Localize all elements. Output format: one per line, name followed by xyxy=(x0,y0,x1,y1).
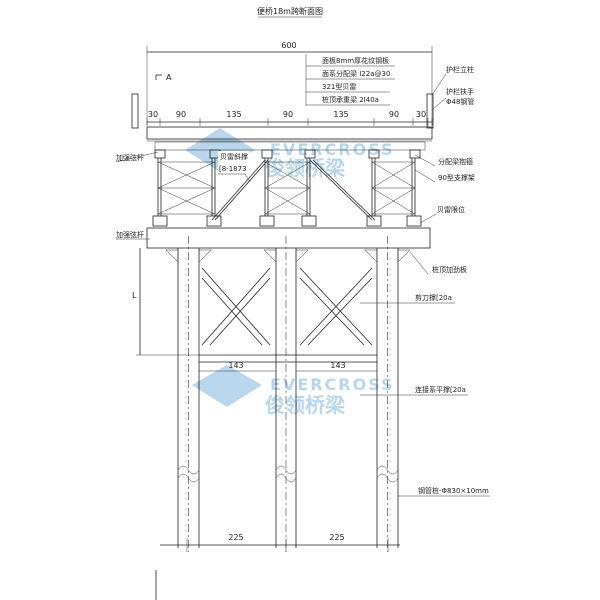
deck-notes: 面板8mm厚花纹钢板 面系分配梁 I22a@30 321型贝雷 桩顶承重梁 2I… xyxy=(305,54,395,106)
svg-text:俊领桥梁: 俊领桥梁 xyxy=(265,393,346,417)
railing-post-left xyxy=(131,93,139,129)
deck-note: 321型贝雷 xyxy=(322,82,356,91)
bailey-brace-label: 贝雷斜撑 xyxy=(220,152,248,161)
segment-dimension: 30 90 135 90 135 90 30 xyxy=(146,110,433,126)
scissor-brace xyxy=(201,267,373,346)
svg-text:225: 225 xyxy=(329,533,344,542)
svg-text:桩顶加劲板: 桩顶加劲板 xyxy=(432,265,467,274)
left-callouts: 加强弦杆 贝雷斜撑 [8-1873 加强弦杆 xyxy=(115,151,251,240)
svg-text:加强弦杆: 加强弦杆 xyxy=(116,230,144,239)
svg-text:分配梁抱箍: 分配梁抱箍 xyxy=(438,157,473,166)
segment-label: 135 xyxy=(226,110,241,119)
pile-spacing-dimension: 225 225 xyxy=(160,533,400,552)
pile-cap-beam xyxy=(146,227,431,249)
segment-label: 135 xyxy=(333,110,348,119)
svg-text:俊领桥梁: 俊领桥梁 xyxy=(265,156,346,180)
segment-label: 90 xyxy=(283,110,293,119)
steel-pile xyxy=(165,236,212,552)
segment-label: 90 xyxy=(389,110,399,119)
segment-label: 30 xyxy=(416,110,426,119)
drawing-title: 便桥18m跨断面图 xyxy=(257,6,323,16)
svg-text:EVERCROSS: EVERCROSS xyxy=(270,140,395,159)
total-width-label: 600 xyxy=(281,41,296,50)
svg-text:钢管桩-Φ830×10mm: 钢管桩-Φ830×10mm xyxy=(418,486,489,495)
segment-label: 90 xyxy=(176,110,186,119)
bailey-tower xyxy=(152,149,222,227)
height-dimension: L xyxy=(132,248,200,356)
svg-text:90型支撑架: 90型支撑架 xyxy=(438,173,475,182)
bailey-diagonal-brace xyxy=(211,159,266,221)
deck-note: 面系分配梁 I22a@30 xyxy=(322,69,390,78)
svg-text:剪刀撑[20a: 剪刀撑[20a xyxy=(415,293,452,302)
svg-text:护栏扶手: 护栏扶手 xyxy=(446,87,474,96)
steel-pile xyxy=(263,236,309,552)
watermark-logo: EVERCROSS 俊领桥梁 EVERCROSS 俊领桥梁 xyxy=(185,128,395,417)
bailey-tower xyxy=(259,149,317,227)
distribution-beam xyxy=(154,141,426,151)
section-mark: A xyxy=(155,73,172,82)
deck-note: 面板8mm厚花纹钢板 xyxy=(322,56,389,65)
brace-spacing-label: 143 xyxy=(228,361,243,370)
deck-slab xyxy=(146,126,433,140)
horizontal-brace: 143 143 xyxy=(199,354,377,372)
svg-text:A: A xyxy=(166,73,172,82)
svg-text:连接系平撑[20a: 连接系平撑[20a xyxy=(415,385,466,394)
steel-piles xyxy=(165,236,411,552)
segment-label: 30 xyxy=(148,110,158,119)
total-width-dimension: 600 xyxy=(146,41,433,125)
svg-text:贝雷限位: 贝雷限位 xyxy=(437,205,465,214)
svg-text:225: 225 xyxy=(228,533,243,542)
brace-spacing-label: 143 xyxy=(330,361,345,370)
steel-pile xyxy=(364,236,411,552)
brace-label-backing xyxy=(218,151,250,174)
svg-text:加强弦杆: 加强弦杆 xyxy=(116,153,144,162)
deck-note: 桩顶承重梁 2I40a xyxy=(322,95,379,104)
bailey-diagonal-brace xyxy=(309,159,373,221)
bailey-brace-spec-label: [8-1873 xyxy=(219,165,247,173)
railing-post-right xyxy=(426,93,434,129)
svg-text:Φ48钢管: Φ48钢管 xyxy=(446,97,474,106)
svg-text:护栏立柱: 护栏立柱 xyxy=(446,65,474,74)
bailey-trusses xyxy=(152,149,422,227)
bailey-tower xyxy=(366,149,422,227)
svg-text:EVERCROSS: EVERCROSS xyxy=(270,375,395,394)
svg-text:L: L xyxy=(132,291,137,300)
right-callouts: 护栏立柱 护栏扶手 Φ48钢管 分配梁抱箍 90型支撑架 贝雷限位 桩顶加劲板 … xyxy=(360,65,490,497)
